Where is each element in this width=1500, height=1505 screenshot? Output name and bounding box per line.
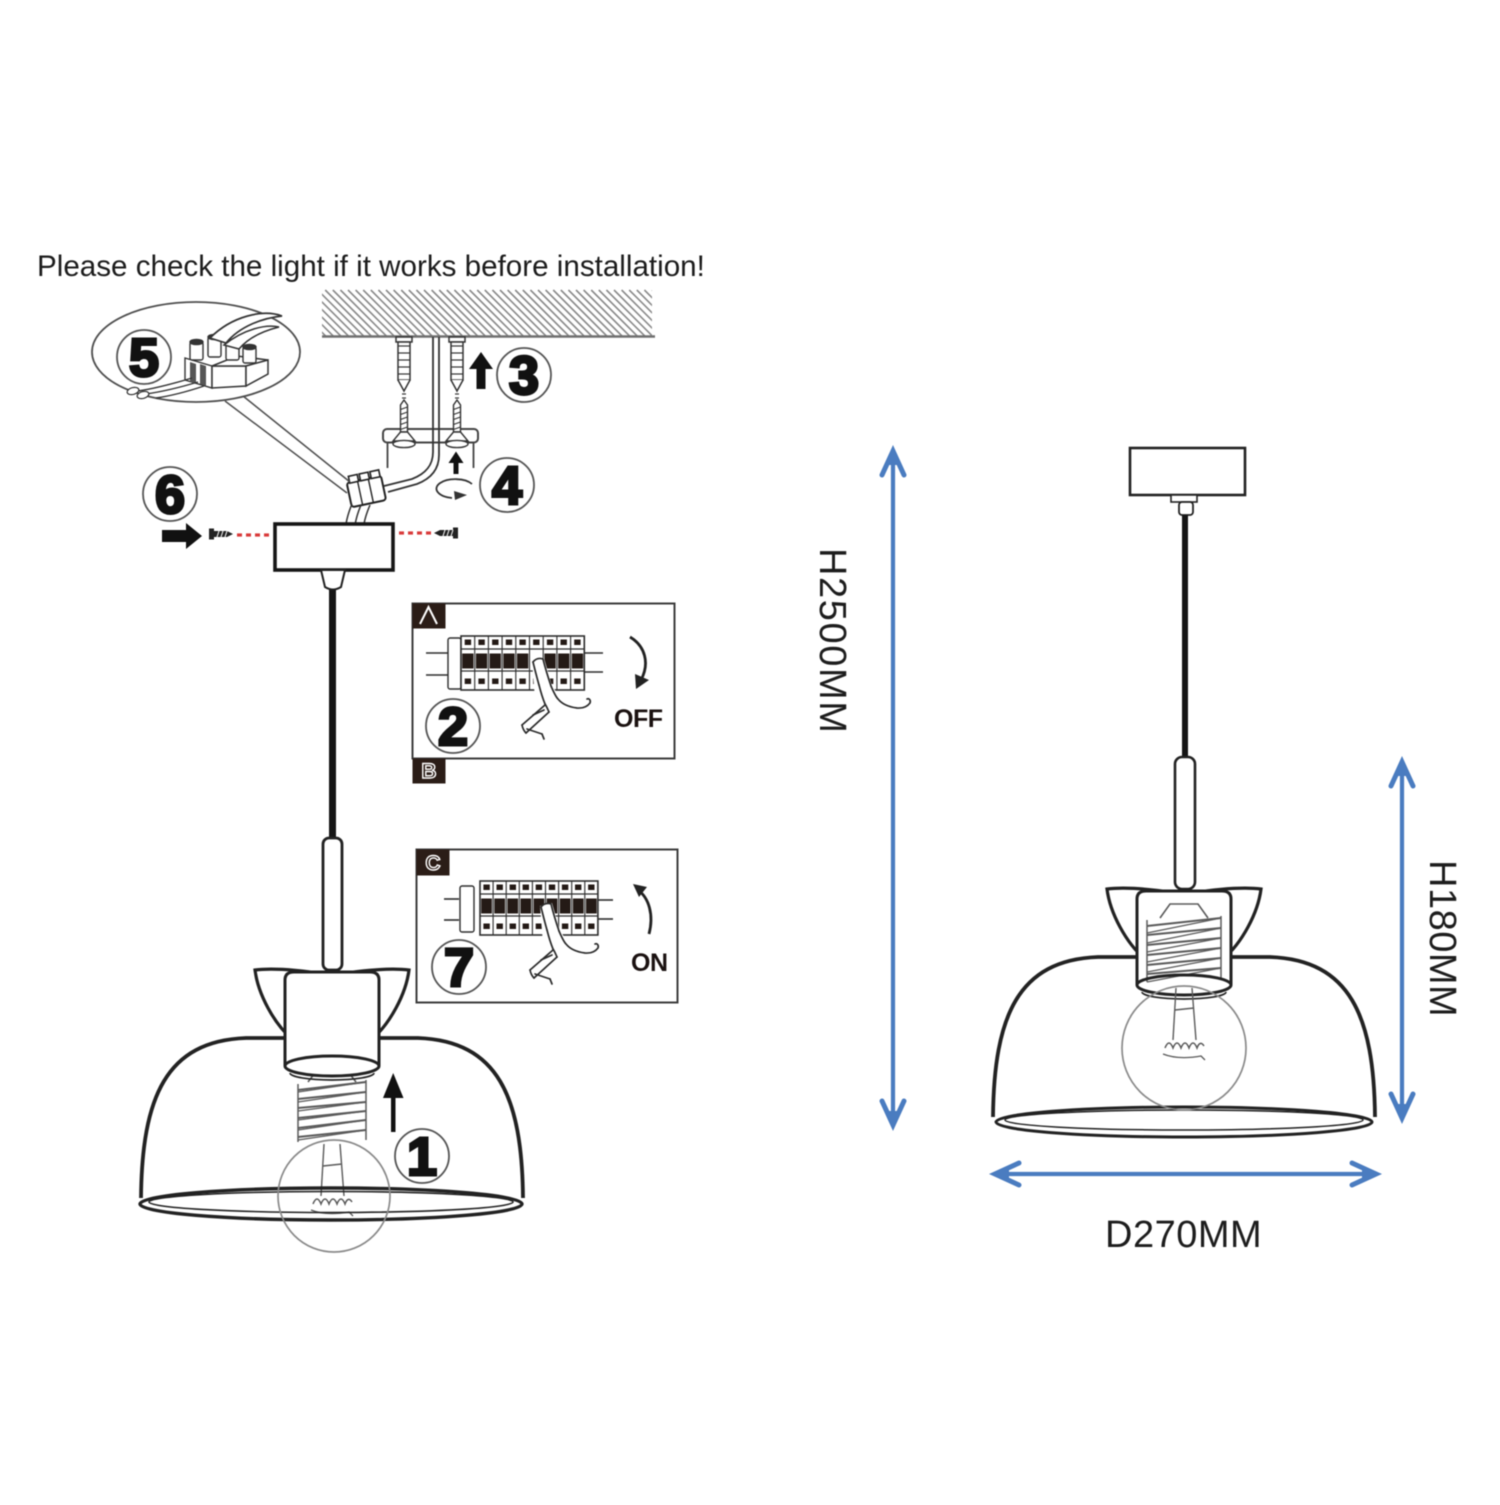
svg-text:C: C [425, 852, 440, 875]
svg-text:H180MM: H180MM [1421, 860, 1463, 1017]
svg-text:2: 2 [438, 697, 468, 757]
svg-text:5: 5 [129, 328, 159, 388]
svg-text:4: 4 [492, 456, 522, 516]
svg-text:6: 6 [155, 465, 185, 525]
svg-text:OFF: OFF [614, 705, 663, 733]
svg-text:1: 1 [407, 1127, 437, 1187]
svg-text:H2500MM: H2500MM [811, 548, 853, 735]
svg-text:B: B [421, 760, 436, 783]
svg-text:Please check the light if it w: Please check the light if it works befor… [37, 250, 705, 283]
svg-text:3: 3 [509, 346, 539, 406]
svg-text:ON: ON [631, 949, 668, 977]
svg-text:D270MM: D270MM [1105, 1214, 1262, 1256]
svg-text:7: 7 [444, 938, 474, 998]
